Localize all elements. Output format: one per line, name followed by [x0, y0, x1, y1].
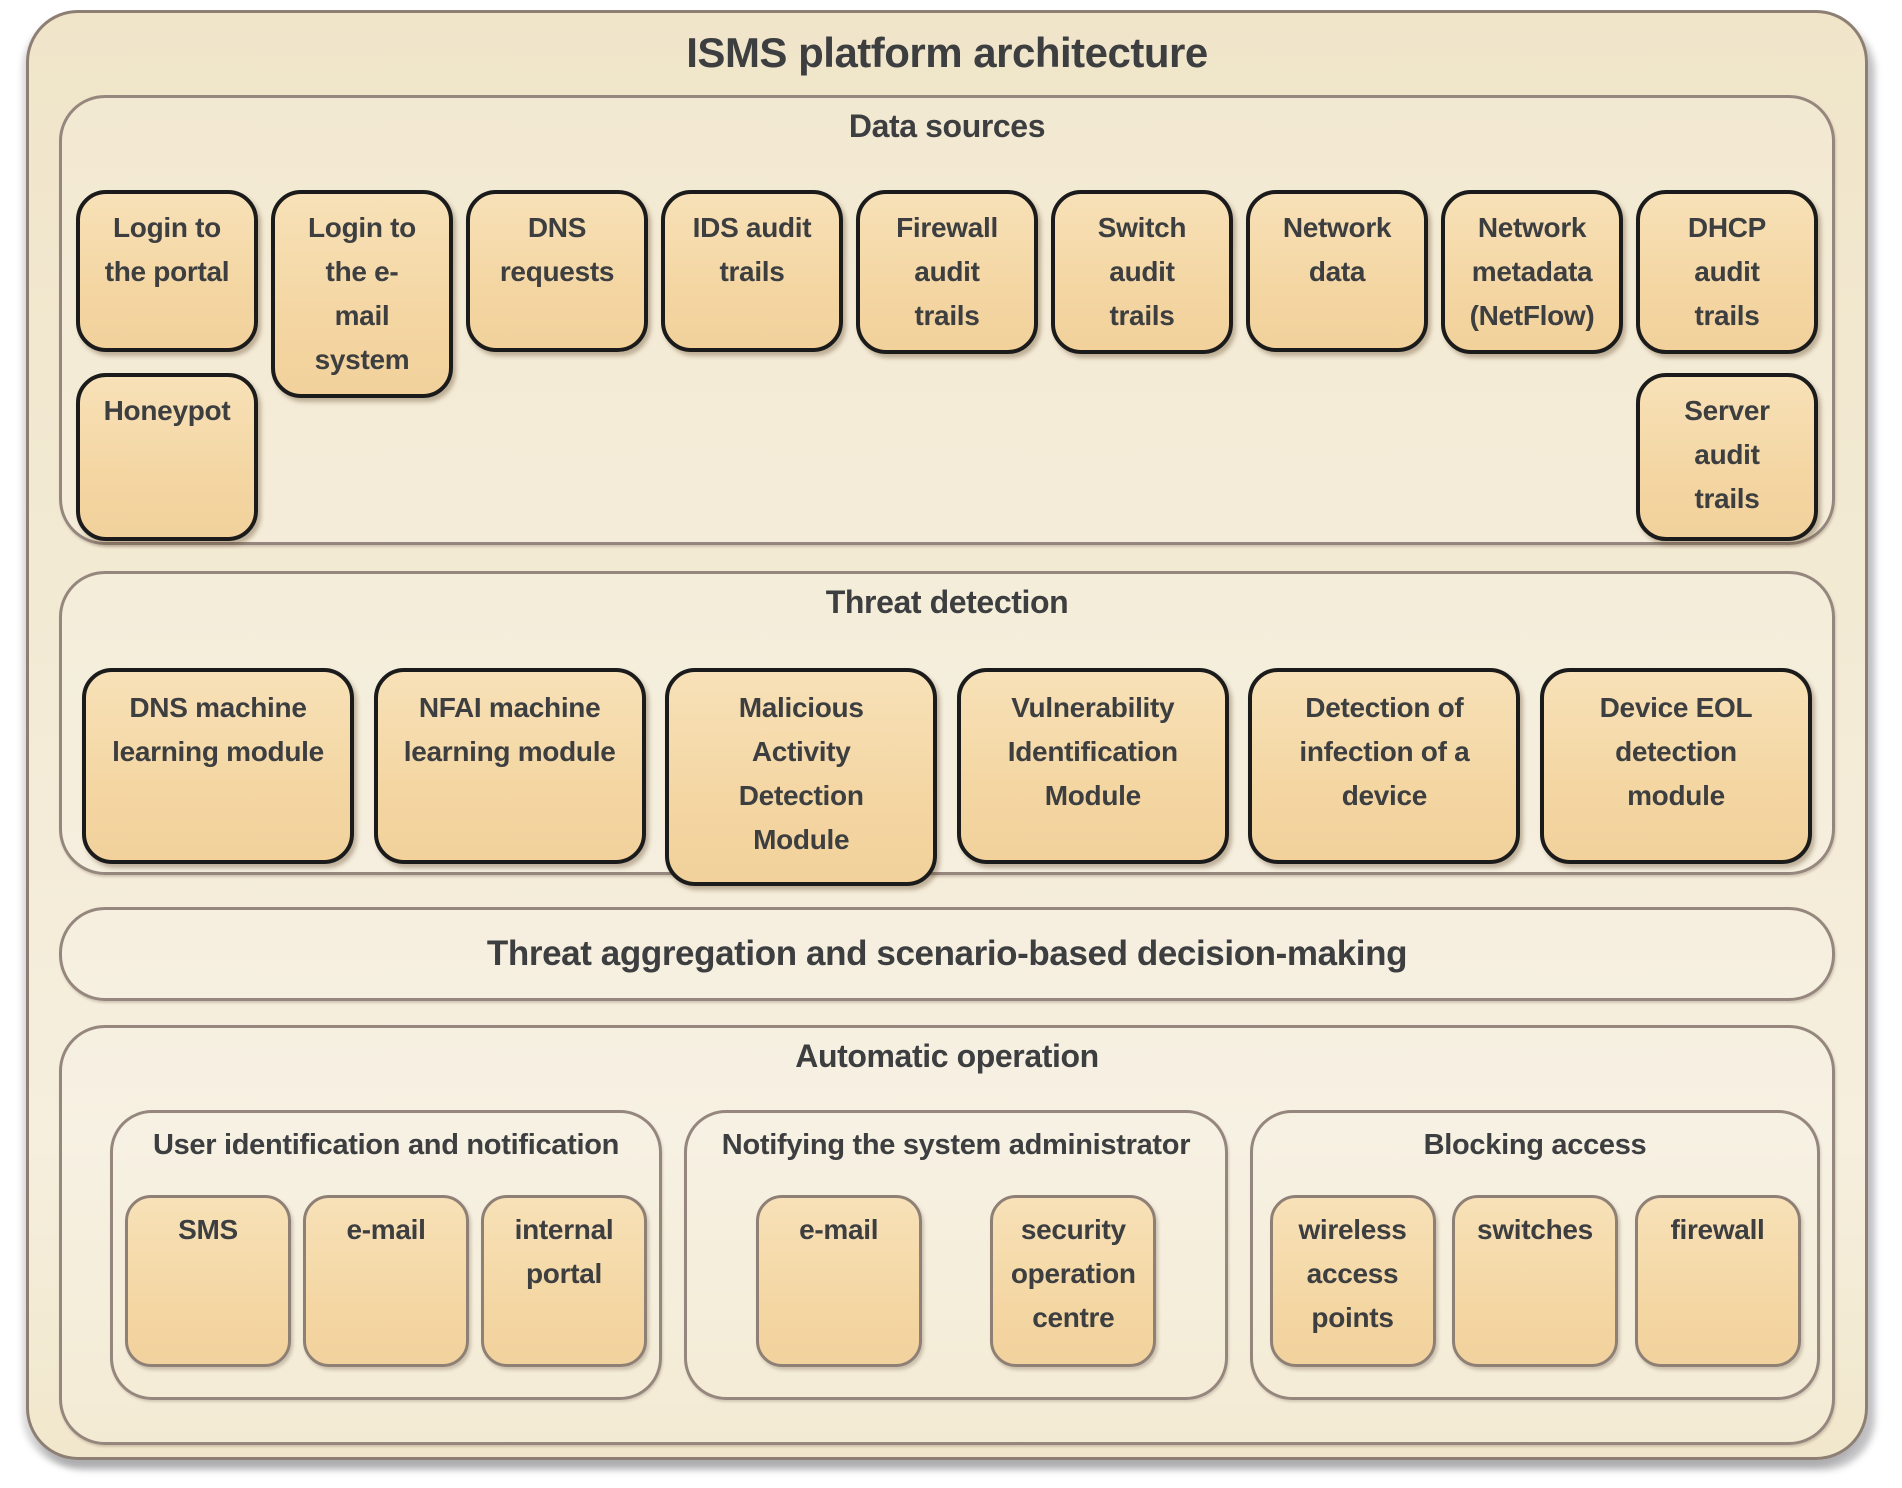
- node-dns-ml-module: DNS machine learning module: [82, 668, 354, 864]
- node-ids-audit-trails: IDS audit trails: [661, 190, 843, 352]
- node-vulnerability-identification-module: Vulnerability Identification Module: [956, 668, 1229, 864]
- node-internal-portal: internal portal: [481, 1195, 647, 1367]
- node-login-portal: Login to the portal: [76, 190, 258, 352]
- node-switch-audit-trails: Switch audit trails: [1051, 190, 1233, 354]
- automatic-operation-groups: User identification and notification SMS…: [62, 1110, 1832, 1400]
- node-nfai-ml-module: NFAI machine learning module: [373, 668, 646, 864]
- node-firewall-blocking: firewall: [1634, 1195, 1801, 1367]
- group-user-identification: User identification and notification SMS…: [110, 1110, 662, 1400]
- node-device-eol-detection-module: Device EOL detection module: [1539, 668, 1812, 864]
- node-device-infection-detection: Detection of infection of a device: [1248, 668, 1521, 864]
- diagram-title: ISMS platform architecture: [686, 29, 1208, 76]
- node-dns-requests: DNS requests: [466, 190, 648, 352]
- node-switches: switches: [1452, 1195, 1618, 1367]
- group-blocking-access-title: Blocking access: [1423, 1129, 1647, 1161]
- threat-detection-row: DNS machine learning module NFAI machine…: [62, 668, 1832, 886]
- group-notify-admin: Notifying the system administrator e-mai…: [684, 1110, 1228, 1400]
- node-email-notification: e-mail: [303, 1195, 469, 1367]
- group-notify-admin-items: e-mail security operation centre: [687, 1195, 1225, 1367]
- node-network-data: Network data: [1246, 190, 1428, 352]
- node-honeypot: Honeypot: [76, 373, 258, 541]
- node-email-admin: e-mail: [755, 1195, 922, 1367]
- node-login-email-system: Login to the e-mail system: [271, 190, 453, 398]
- section-threat-detection: Threat detection DNS machine learning mo…: [59, 571, 1835, 886]
- node-server-audit-trails: Server audit trails: [1636, 373, 1818, 541]
- section-automatic-operation: Automatic operation User identification …: [59, 1025, 1835, 1445]
- node-security-operation-centre: security operation centre: [990, 1195, 1157, 1367]
- threat-detection-title: Threat detection: [825, 584, 1069, 620]
- threat-aggregation-title: Threat aggregation and scenario-based de…: [486, 934, 1408, 973]
- group-blocking-access-items: wireless access points switches firewall: [1253, 1195, 1817, 1367]
- section-data-sources: Data sources Login to the portal Login t…: [59, 95, 1835, 545]
- data-sources-title: Data sources: [848, 108, 1046, 144]
- automatic-operation-title: Automatic operation: [795, 1038, 1099, 1074]
- isms-platform-frame: ISMS platform architecture Data sources …: [26, 10, 1868, 1460]
- node-firewall-audit-trails: Firewall audit trails: [856, 190, 1038, 354]
- node-wireless-access-points: wireless access points: [1269, 1195, 1436, 1367]
- node-network-metadata-netflow: Network metadata (NetFlow): [1441, 190, 1623, 354]
- group-user-identification-items: SMS e-mail internal portal: [113, 1195, 659, 1367]
- node-malicious-activity-detection-module: Malicious Activity Detection Module: [665, 668, 938, 886]
- group-blocking-access: Blocking access wireless access points s…: [1250, 1110, 1820, 1400]
- group-notify-admin-title: Notifying the system administrator: [721, 1129, 1191, 1161]
- node-dhcp-audit-trails: DHCP audit trails: [1636, 190, 1818, 354]
- data-sources-row-1: Login to the portal Login to the e-mail …: [62, 190, 1832, 398]
- node-sms: SMS: [125, 1195, 291, 1367]
- section-threat-aggregation: Threat aggregation and scenario-based de…: [59, 907, 1835, 1001]
- data-sources-row-2: Honeypot Server audit trails: [62, 373, 1832, 541]
- group-user-identification-title: User identification and notification: [152, 1129, 620, 1161]
